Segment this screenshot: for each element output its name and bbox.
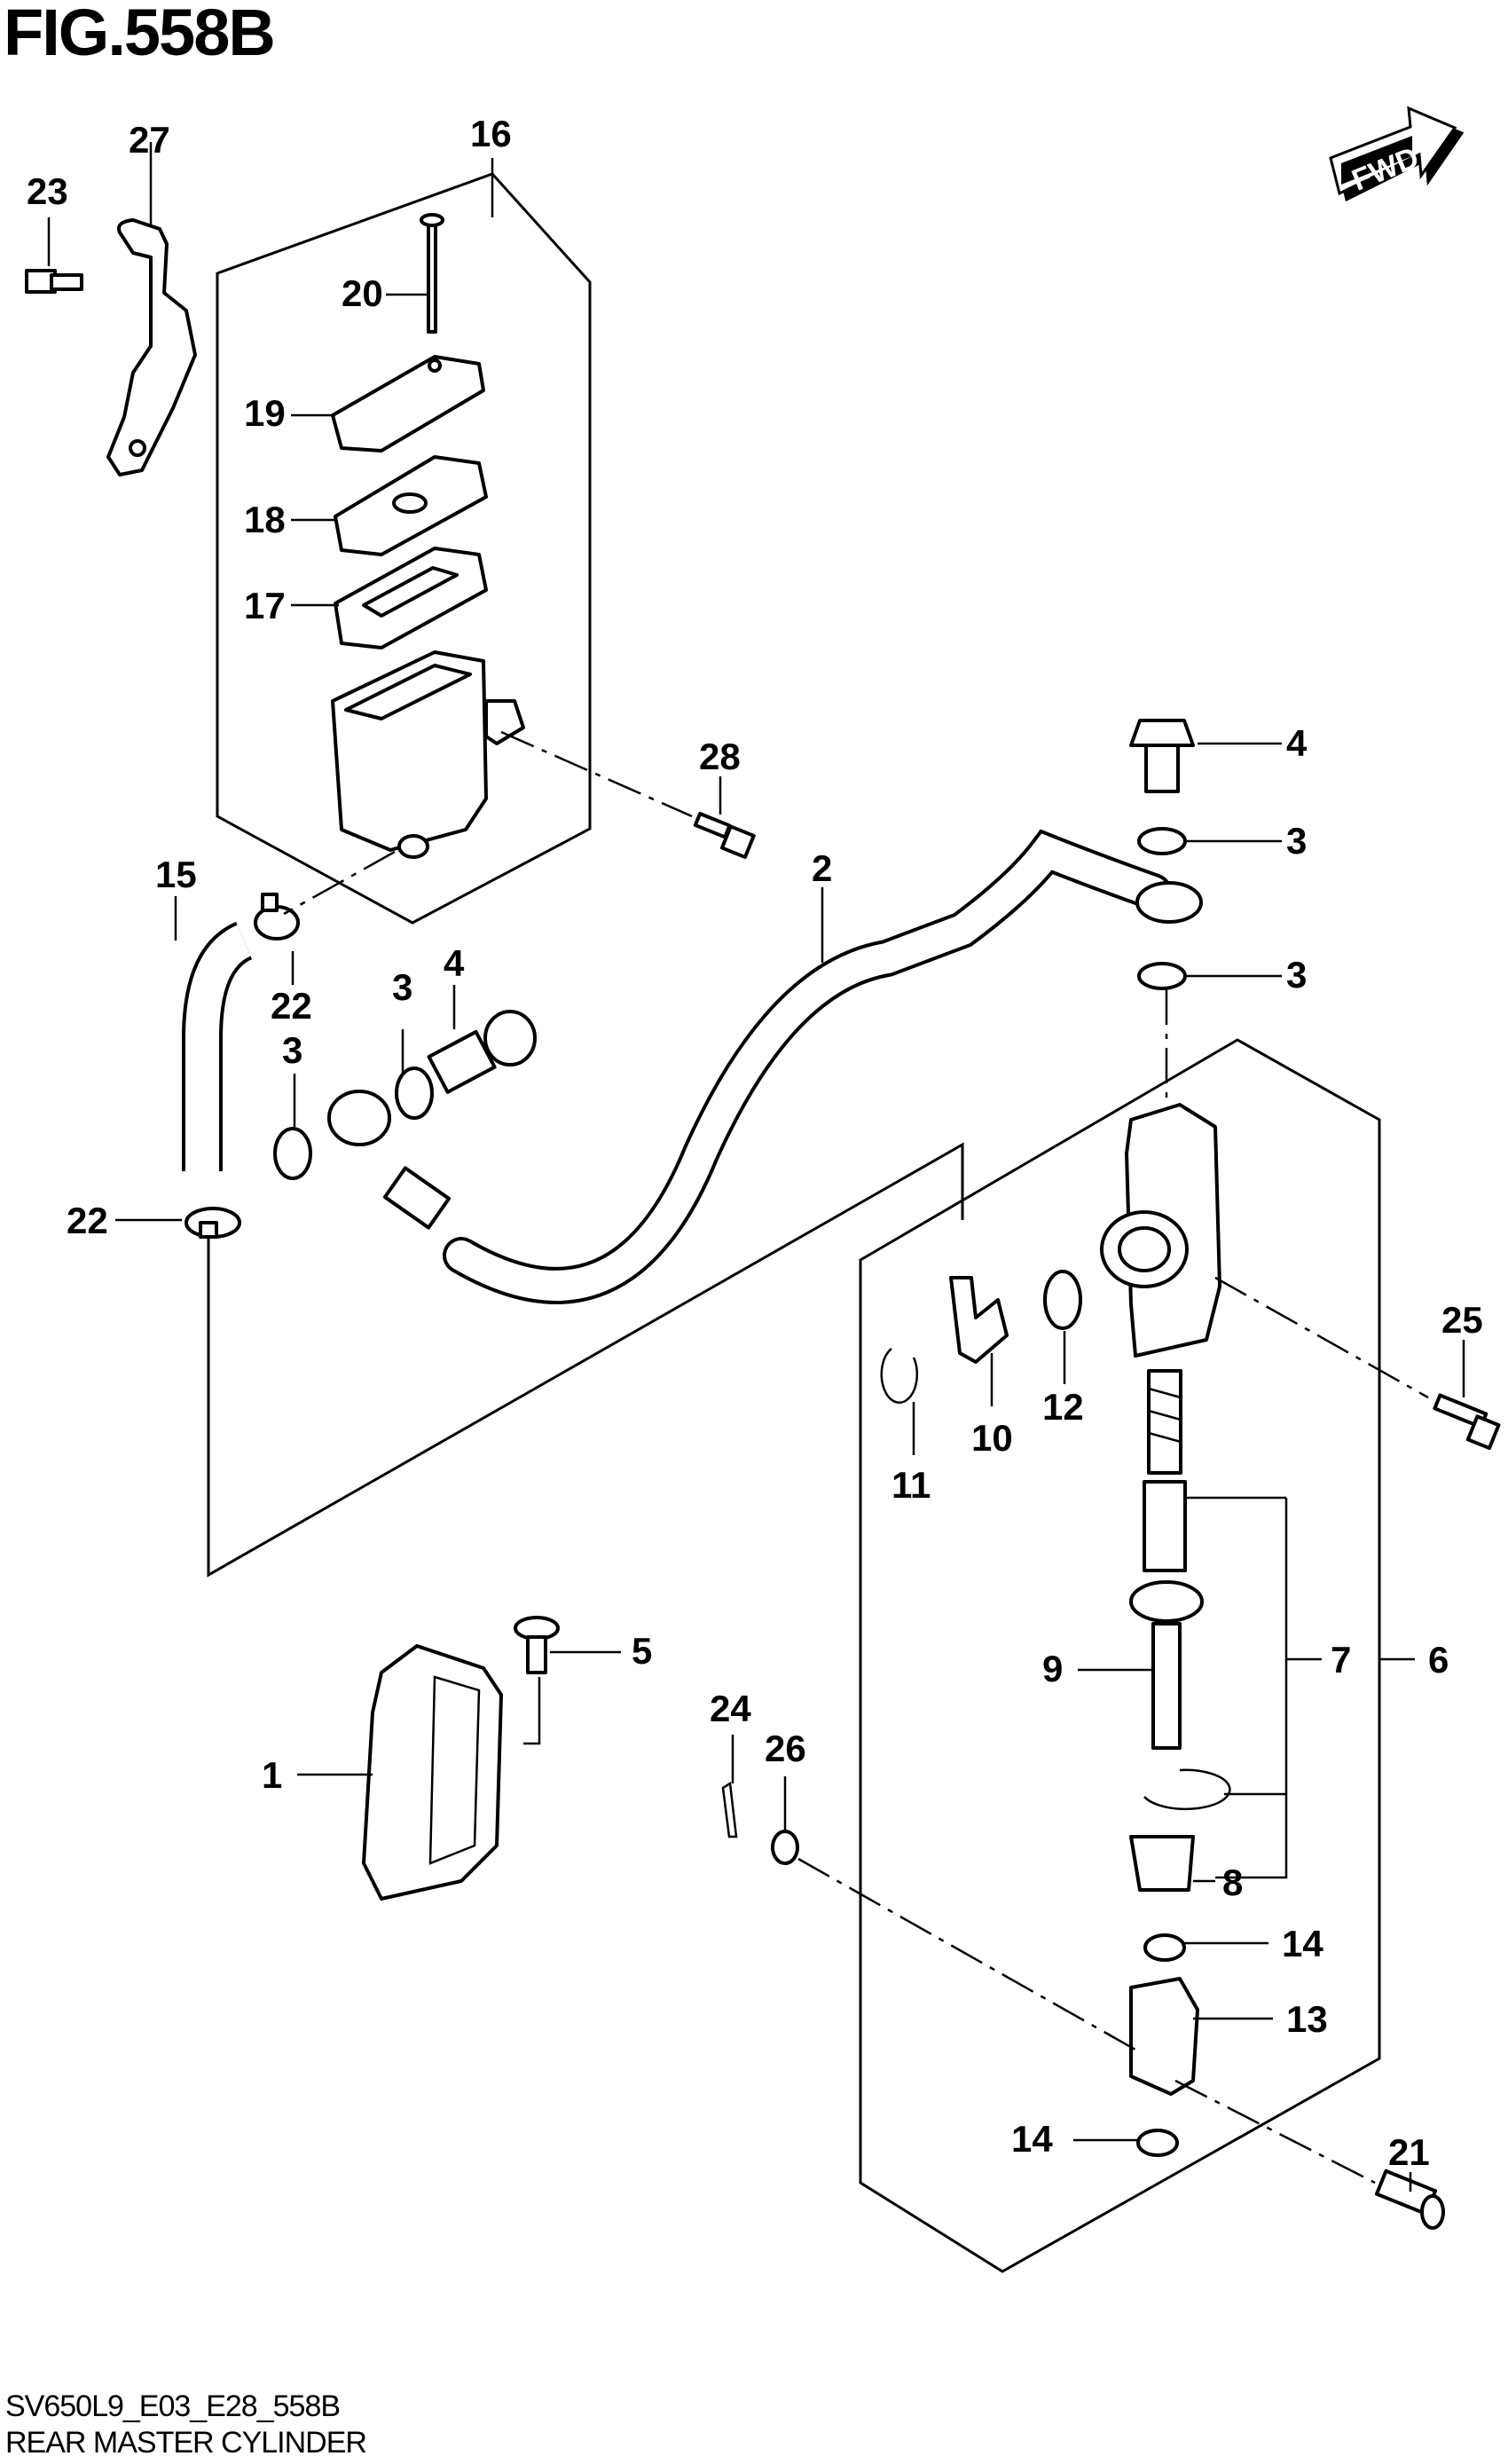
washer-part-26 xyxy=(771,1830,799,1865)
nut-part-14-lower xyxy=(1136,2129,1179,2157)
banjo-bolt-part-4-left xyxy=(427,1010,537,1094)
bolt-part-23 xyxy=(25,269,83,294)
clamp-part-22-lower xyxy=(185,1207,241,1239)
callout-21: 21 xyxy=(1388,2131,1430,2173)
banjo-bolt-part-4-right xyxy=(1129,719,1195,793)
push-rod-part-9 xyxy=(1129,1580,1204,1750)
callout-14-lower: 14 xyxy=(1011,2118,1053,2160)
callout-2: 2 xyxy=(812,847,832,889)
callout-7: 7 xyxy=(1331,1639,1351,1681)
callout-4-right: 4 xyxy=(1286,722,1308,764)
bolt-part-28 xyxy=(693,811,756,860)
bolt-part-25 xyxy=(1433,1393,1501,1451)
boot-part-8 xyxy=(1129,1835,1195,1892)
callout-19: 19 xyxy=(244,392,286,434)
callout-23: 23 xyxy=(27,170,68,212)
screw-part-20 xyxy=(420,213,444,334)
callout-3-left-upper: 3 xyxy=(392,966,412,1008)
callout-3-left-lower: 3 xyxy=(282,1029,302,1071)
callout-24: 24 xyxy=(710,1688,751,1729)
callout-28: 28 xyxy=(699,736,741,777)
callout-4-left: 4 xyxy=(444,942,465,984)
callout-25: 25 xyxy=(1441,1299,1483,1341)
callout-20: 20 xyxy=(342,272,383,314)
bracket-part-27 xyxy=(106,218,197,476)
callout-22-upper: 22 xyxy=(271,985,312,1027)
circlip-part-7 xyxy=(1143,1768,1231,1811)
callout-5: 5 xyxy=(632,1630,652,1672)
clevis-pin-part-21 xyxy=(1374,2169,1445,2230)
brake-hose-part-2 xyxy=(443,829,1172,1304)
callout-15: 15 xyxy=(155,854,197,895)
piston-part-7 xyxy=(1143,1480,1187,1572)
washer-part-3-right-lower xyxy=(1137,962,1187,990)
callout-27: 27 xyxy=(129,119,170,161)
diagram-caption: REAR MASTER CYLINDER xyxy=(5,2426,367,2460)
callout-3-right-lower: 3 xyxy=(1286,954,1307,996)
figure-title: FIG.558B xyxy=(4,0,276,69)
callout-17: 17 xyxy=(244,585,286,626)
callout-14-upper: 14 xyxy=(1282,1923,1323,1964)
cotter-pin-part-24 xyxy=(721,1781,738,1838)
callout-3-right-upper: 3 xyxy=(1286,820,1307,862)
callout-12: 12 xyxy=(1042,1386,1084,1428)
callout-10: 10 xyxy=(971,1417,1013,1459)
callout-18: 18 xyxy=(244,499,286,540)
hose-fitting-right xyxy=(1135,881,1203,924)
connector-part-10 xyxy=(949,1276,1009,1364)
hose-route-outline xyxy=(207,1142,964,1578)
clamp-part-22-upper xyxy=(254,893,300,941)
washer-part-3-right-upper xyxy=(1137,827,1187,855)
callout-6: 6 xyxy=(1428,1639,1449,1681)
callout-16: 16 xyxy=(470,113,512,154)
hose-fitting-left xyxy=(327,1090,452,1230)
callout-9: 9 xyxy=(1042,1648,1063,1689)
callout-26: 26 xyxy=(765,1728,806,1769)
clevis-part-13 xyxy=(1129,1977,1199,2096)
reservoir-cap-part-19 xyxy=(331,355,485,453)
callout-11: 11 xyxy=(891,1464,931,1506)
o-ring-part-12 xyxy=(1043,1270,1082,1330)
washer-part-3-left-upper xyxy=(395,1067,434,1120)
callout-1: 1 xyxy=(262,1754,282,1796)
callout-8: 8 xyxy=(1222,1862,1243,1903)
screw-part-5 xyxy=(514,1616,560,1674)
fwd-arrow-icon: FWD xyxy=(1329,106,1465,202)
callout-22-lower: 22 xyxy=(67,1200,108,1241)
spring-part-7 xyxy=(1147,1369,1182,1475)
nut-part-14-upper xyxy=(1143,1933,1186,1962)
diagram-code: SV650L9_E03_E28_558B xyxy=(5,2389,341,2423)
callout-13: 13 xyxy=(1286,1998,1328,2040)
washer-part-3-left-lower xyxy=(273,1127,312,1180)
master-cylinder-kit-outline xyxy=(859,1038,1381,2273)
circlip-part-11 xyxy=(880,1348,919,1404)
